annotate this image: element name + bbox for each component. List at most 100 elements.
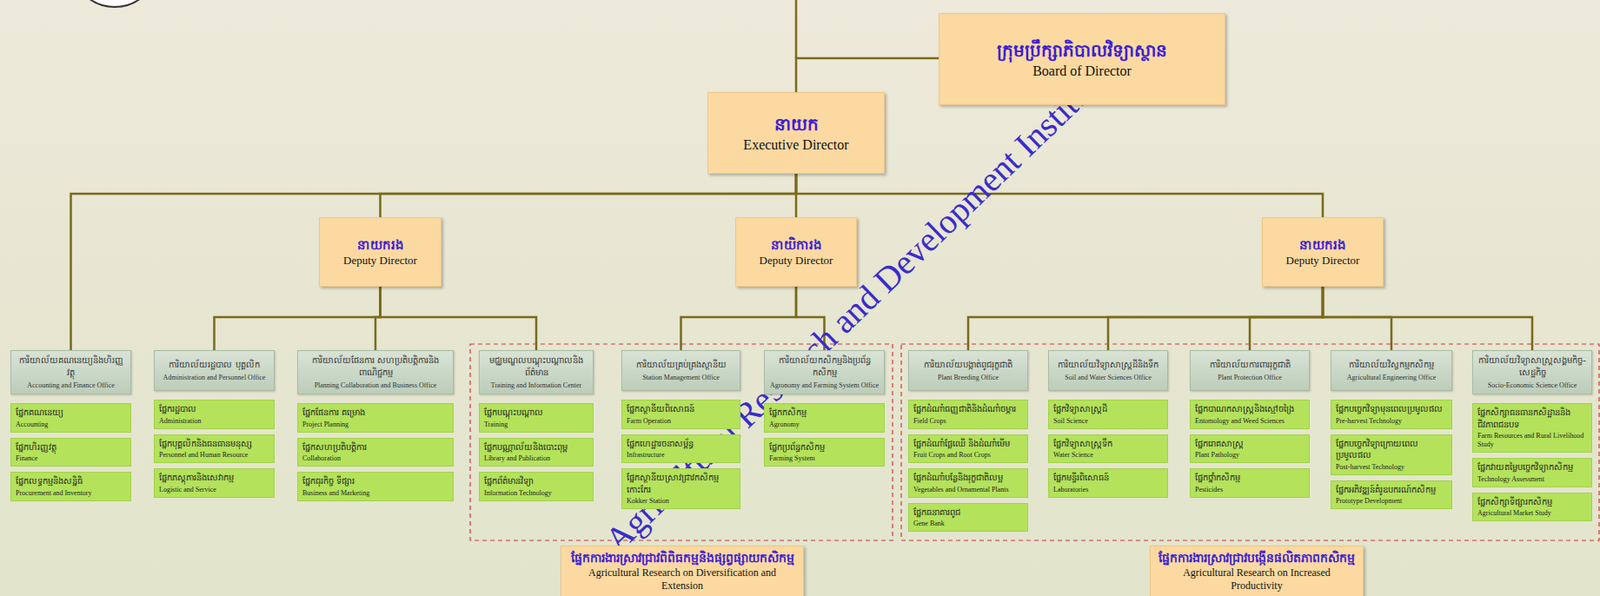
org-connector (796, 58, 939, 93)
khmer-label: ផ្នែកលទ្ធកម្មនិងសន្និធិ (15, 475, 83, 488)
org-connector (1249, 286, 1323, 351)
english-label: Deputy Director (759, 253, 834, 268)
english-label: Business and Marketing (302, 489, 370, 498)
english-label: Planning Collaboration and Business Offi… (314, 381, 438, 391)
english-label: Accounting and Finance Office (26, 381, 114, 391)
english-label: Water Science (1053, 451, 1094, 460)
org-connector (380, 286, 538, 351)
khmer-label: នាយក (774, 112, 819, 137)
office-box: ការិយាល័យវិទ្យាសាស្ត្រសង្គមកិច្ច-សេដ្ឋកិ… (1472, 350, 1593, 395)
unit-box: ផ្នែកវាយតម្លៃបច្ចេកវិទ្យាកសិកម្មTechnolo… (1472, 458, 1593, 488)
english-label: Prototype Development (1335, 497, 1402, 506)
english-label: Vegetables and Ornamental Plants (913, 485, 1010, 495)
english-label: Farming System (769, 454, 816, 464)
english-label: Executive Director (743, 136, 849, 154)
unit-box: ផ្នែកដំណាំបន្លែនិងរុក្ខជាតិលម្អVegetable… (908, 468, 1029, 498)
khmer-label: ផ្នែកដំណាំបន្លែនិងរុក្ខជាតិលម្អ (913, 471, 1003, 485)
unit-box: ផ្នែកគណនេយ្យAccounting (10, 403, 132, 433)
khmer-label: ការិយាល័យរដ្ឋបាល បុគ្គលិក (168, 358, 259, 372)
english-label: Field Crops (913, 417, 947, 426)
english-label: Procurement and Inventory (15, 489, 93, 498)
english-label: Accounting (15, 420, 48, 430)
unit-box: ផ្នែកសិក្សាទីផ្សារកសិកម្មAgricultural Ma… (1472, 492, 1593, 523)
khmer-label: ផ្នែកកសិកម្ម (769, 406, 807, 419)
khmer-label: ផ្នែករដ្ឋបាល (159, 403, 197, 416)
unit-box: ផ្នែកស្ថានីយស្រាវជ្រាវកសិកម្មកោះកែរKokke… (621, 468, 741, 510)
english-label: Logistic and Service (159, 485, 217, 495)
english-label: Board of Director (1032, 62, 1132, 80)
english-label: Infrastructure (626, 451, 665, 460)
khmer-label: ផ្នែកគណនេយ្យ (15, 406, 64, 419)
khmer-label: ផ្នែកបណ្ណាល័យនិងបោះពុម្ព (484, 441, 568, 454)
unit-box: ផ្នែកហិរញ្ញវត្ថុFinance (10, 438, 132, 468)
khmer-label: ផ្នែកបាណកសាស្ត្រនិងស្មៅចង្រៃ (1195, 403, 1295, 416)
org-connector (681, 286, 797, 351)
english-label: Personnel and Human Resource (159, 451, 248, 460)
unit-box: ផ្នែកសិក្សាធនធានកសិដ្ឋាននិងជីវភាពជនបទFar… (1472, 403, 1593, 453)
khmer-label: ផ្នែកបណ្តុះបណ្តាល (484, 406, 544, 419)
unit-box: ផ្នែករដ្ឋបាលAdministration (153, 399, 275, 430)
english-label: Socio-Economic Science Office (1487, 381, 1577, 391)
khmer-label: មជ្ឈមណ្ឌលបណ្តុះបណ្តាលនិងព័ត៌មាន (484, 354, 589, 379)
english-label: Administration and Personnel Office (163, 373, 266, 383)
english-label: Entomology and Weed Sciences (1195, 417, 1285, 426)
unit-box: ផ្នែកភស្តុភារនិងសេវាកម្មLogistic and Ser… (153, 468, 275, 498)
org-connector (1322, 286, 1533, 351)
english-label: Pesticides (1195, 485, 1223, 495)
unit-box: ផ្នែករោគសាស្ត្រPlant Pathology (1189, 434, 1310, 465)
unit-box: ផ្នែកដំណាំធញ្ញជាតិនិងដំណាំចម្ការField Cr… (908, 399, 1029, 430)
english-label: Farm Operation (626, 417, 671, 426)
english-label: Soil and Water Sciences Office (1064, 373, 1151, 383)
khmer-label: ផ្នែកបច្ចេកវិទ្យាក្រោយពេលប្រមូលផល (1335, 438, 1448, 462)
office-box: ការិយាល័យរដ្ឋបាល បុគ្គលិកAdministration … (153, 350, 275, 392)
khmer-label: ការិយាល័យគណនេយ្យនិងហិរញ្ញវត្ថុ (15, 354, 127, 379)
english-label: Plant Pathology (1195, 451, 1240, 460)
khmer-label: នាយករង (1299, 236, 1347, 254)
khmer-label: ផ្នែកធនាគារពូជ (913, 506, 961, 519)
unit-box: ផ្នែកធនាគារពូជGene Bank (908, 503, 1029, 533)
khmer-label: ផ្នែកថ្នាំកសិកម្ម (1195, 471, 1241, 485)
unit-box: ផ្នែកកសិកម្មAgronomy (763, 403, 885, 433)
khmer-label: ផ្នែកផែនការ គម្រោង (302, 406, 366, 419)
khmer-label: ផ្នែកធុរកិច្ច ទីផ្សារ (302, 475, 355, 488)
khmer-label: ការិយាល័យវិស្វកម្មកសិកម្ម (1348, 358, 1435, 372)
org-connector (968, 286, 1323, 351)
english-label: Pre-harvest Technology (1335, 417, 1402, 426)
english-label: Agricultural Research on Increased Produ… (1157, 566, 1356, 593)
english-label: Agricultural Market Study (1477, 509, 1552, 518)
unit-box: ផ្នែកបច្ចេកវិទ្យាក្រោយពេលប្រមូលផលPost-ha… (1330, 434, 1453, 476)
org-connector (71, 173, 797, 351)
khmer-label: ផ្នែកការងារស្រាវជ្រាវពិពិធកម្មនិងផ្សព្វផ… (570, 550, 795, 567)
english-label: Farm Resources and Rural Livelihood Stud… (1477, 431, 1587, 450)
english-label: Administration (159, 417, 201, 426)
unit-box: ផ្នែកវិទ្យាសាស្ត្រទឹកWater Science (1048, 434, 1169, 465)
english-label: Technology Assessment (1477, 475, 1545, 485)
position-box: ក្រុមប្រឹក្សាភិបាលវិទ្យាស្ថានBoard of Di… (938, 13, 1226, 106)
position-box: ផ្នែកការងារស្រាវជ្រាវពិពិធកម្មនិងផ្សព្វផ… (560, 545, 804, 596)
khmer-label: ផ្នែកសិក្សាធនធានកសិដ្ឋាននិងជីវភាពជនបទ (1477, 406, 1587, 431)
position-box: ផ្នែកការងារស្រាវជ្រាវបង្កើនផលិតភាពកសិកម្… (1149, 545, 1364, 596)
khmer-label: ផ្នែកវិទ្យាសាស្ត្រដី (1053, 403, 1108, 416)
khmer-label: ផ្នែកសហប្រតិបត្តិការ (302, 441, 367, 454)
unit-box: ផ្នែកវិទ្យាសាស្ត្រដីSoil Science (1048, 399, 1169, 430)
english-label: Soil Science (1053, 417, 1089, 426)
english-label: Post-harvest Technology (1335, 463, 1405, 472)
khmer-label: នាយករង (357, 236, 405, 254)
english-label: Agronomy (769, 420, 800, 430)
unit-box: ផ្នែកសហប្រតិបត្តិការCollaboration (297, 438, 454, 468)
english-label: Project Planning (302, 420, 349, 430)
english-label: Agricultural Research on Diversification… (568, 566, 797, 593)
unit-box: ផ្នែកប្រព័ន្ធកសិកម្មFarming System (763, 438, 885, 468)
english-label: Agricultural Engineering Office (1347, 373, 1436, 383)
khmer-label: ផ្នែករោគសាស្ត្រ (1195, 438, 1244, 451)
english-label: Collaboration (302, 454, 341, 464)
khmer-label: ផ្នែកព័ត៌មានវិទ្យា (484, 475, 534, 488)
office-box: ការិយាល័យផែនការ សហប្រតិបត្តិការនិងពាណិជ្… (297, 350, 454, 395)
khmer-label: ផ្នែកបច្ចេកវិទ្យាមុនពេលប្រមូលផល (1335, 403, 1443, 416)
position-box: នាយករងDeputy Director (318, 217, 442, 287)
khmer-label: ផ្នែកដំណាំផ្លែឈើ និងដំណាំមើម (913, 438, 1010, 451)
unit-box: ផ្នែកធុរកិច្ច ទីផ្សារBusiness and Market… (297, 471, 454, 502)
org-connector (214, 286, 381, 351)
logo (71, 0, 159, 7)
khmer-label: ផ្នែកវិទ្យាសាស្ត្រទឹក (1053, 438, 1113, 451)
